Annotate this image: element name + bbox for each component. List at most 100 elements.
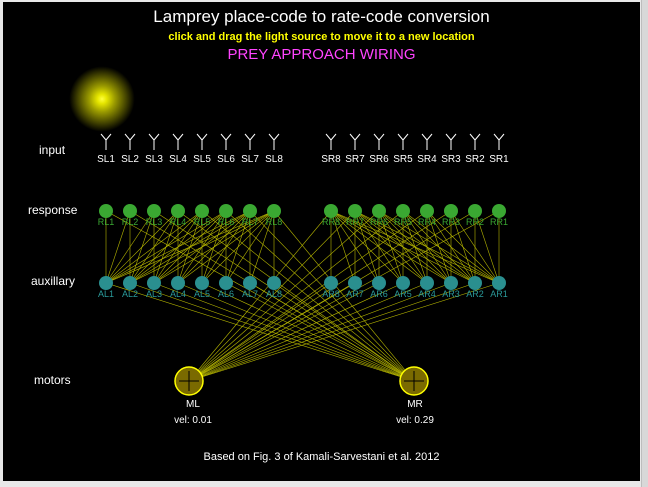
aux-node — [123, 276, 137, 290]
aux-node — [420, 276, 434, 290]
response-label: RR7 — [346, 217, 364, 227]
aux-node — [372, 276, 386, 290]
aux-label: AR2 — [466, 289, 484, 299]
sensor-antenna-icon — [148, 133, 160, 150]
wire-response-aux — [474, 210, 500, 284]
response-node — [243, 204, 257, 218]
wire-response-motor — [188, 210, 380, 382]
row-label-input: input — [39, 143, 66, 157]
sensor-antenna-icon — [397, 133, 409, 150]
wire-group — [105, 210, 500, 382]
response-node — [444, 204, 458, 218]
sensor-label: SL8 — [265, 154, 283, 165]
sensor-label: SL7 — [241, 154, 259, 165]
aux-label: AR8 — [322, 289, 340, 299]
response-label: RL1 — [98, 217, 115, 227]
response-node — [99, 204, 113, 218]
response-node — [420, 204, 434, 218]
sensor-antenna-icon — [469, 133, 481, 150]
aux-label: AR5 — [394, 289, 412, 299]
sensor-label: SR5 — [393, 154, 413, 165]
wire-response-aux — [153, 210, 275, 284]
motor-left-velocity: vel: 0.01 — [174, 415, 212, 426]
sensor-label: SR2 — [465, 154, 485, 165]
response-node — [324, 204, 338, 218]
sensor-label: SR6 — [369, 154, 389, 165]
motor-right-velocity: vel: 0.29 — [396, 415, 434, 426]
wire-response-aux — [129, 210, 275, 284]
sensor-label: SR4 — [417, 154, 437, 165]
aux-label: AR3 — [442, 289, 460, 299]
motor-left-cross-icon — [179, 371, 199, 391]
wire-response-aux — [105, 210, 203, 284]
response-node — [267, 204, 281, 218]
wire-response-aux — [105, 210, 179, 284]
wire-response-motor — [188, 210, 356, 382]
citation-footer: Based on Fig. 3 of Kamali-Sarvestani et … — [203, 451, 440, 463]
aux-label: AR1 — [490, 289, 508, 299]
wire-response-aux — [378, 210, 404, 284]
wire-response-aux — [105, 210, 155, 284]
aux-label: AR4 — [418, 289, 436, 299]
aux-label: AL3 — [146, 289, 162, 299]
response-label: RR1 — [490, 217, 508, 227]
wire-aux-motor — [188, 282, 404, 382]
row-label-response: response — [28, 203, 78, 217]
wire-response-aux — [330, 210, 356, 284]
sensor-label: SL2 — [121, 154, 139, 165]
sensor-label: SR1 — [489, 154, 509, 165]
wire-aux-motor — [188, 282, 380, 382]
aux-node — [243, 276, 257, 290]
response-node — [123, 204, 137, 218]
response-node — [219, 204, 233, 218]
aux-node — [444, 276, 458, 290]
response-label: RL2 — [122, 217, 139, 227]
response-label: RL3 — [146, 217, 163, 227]
sensor-antenna-icon — [124, 133, 136, 150]
wire-aux-motor — [188, 282, 452, 382]
response-label: RL8 — [266, 217, 283, 227]
window-frame-edge — [641, 0, 648, 487]
sensor-antenna-icon — [493, 133, 505, 150]
wire-aux-motor — [188, 282, 332, 382]
wire-response-motor — [188, 210, 452, 382]
motor-right-name: MR — [407, 399, 423, 410]
aux-label: AL8 — [266, 289, 282, 299]
sensor-antenna-icon — [268, 133, 280, 150]
wire-response-aux — [426, 210, 452, 284]
aux-label: AR6 — [370, 289, 388, 299]
wire-aux-motor — [188, 282, 428, 382]
response-node — [468, 204, 482, 218]
wire-response-aux — [201, 210, 275, 284]
aux-node — [171, 276, 185, 290]
wire-response-aux — [105, 210, 227, 284]
response-label: RR2 — [466, 217, 484, 227]
wire-response-motor — [188, 210, 404, 382]
light-source-handle[interactable] — [69, 66, 135, 132]
sensor-antenna-icon — [349, 133, 361, 150]
aux-node — [267, 276, 281, 290]
response-node — [171, 204, 185, 218]
aux-label: AR7 — [346, 289, 364, 299]
response-node — [492, 204, 506, 218]
wire-response-motor — [188, 210, 428, 382]
aux-label: AL2 — [122, 289, 138, 299]
sensor-label: SL4 — [169, 154, 187, 165]
response-node — [147, 204, 161, 218]
aux-node — [348, 276, 362, 290]
aux-node — [324, 276, 338, 290]
response-label: RR4 — [418, 217, 436, 227]
wire-response-aux — [354, 210, 380, 284]
response-label: RL5 — [194, 217, 211, 227]
wiring-mode-label: PREY APPROACH WIRING — [227, 46, 416, 63]
wire-response-motor — [188, 210, 332, 382]
motor-right-cross-icon — [404, 371, 424, 391]
wire-response-aux — [177, 210, 275, 284]
response-label: RL4 — [170, 217, 187, 227]
wiring-layer: SL1RL1AL1SL2RL2AL2SL3RL3AL3SL4RL4AL4SL5R… — [97, 133, 509, 396]
wire-response-aux — [105, 210, 131, 284]
aux-label: AL1 — [98, 289, 114, 299]
sensor-antenna-icon — [373, 133, 385, 150]
wire-response-motor — [188, 210, 476, 382]
